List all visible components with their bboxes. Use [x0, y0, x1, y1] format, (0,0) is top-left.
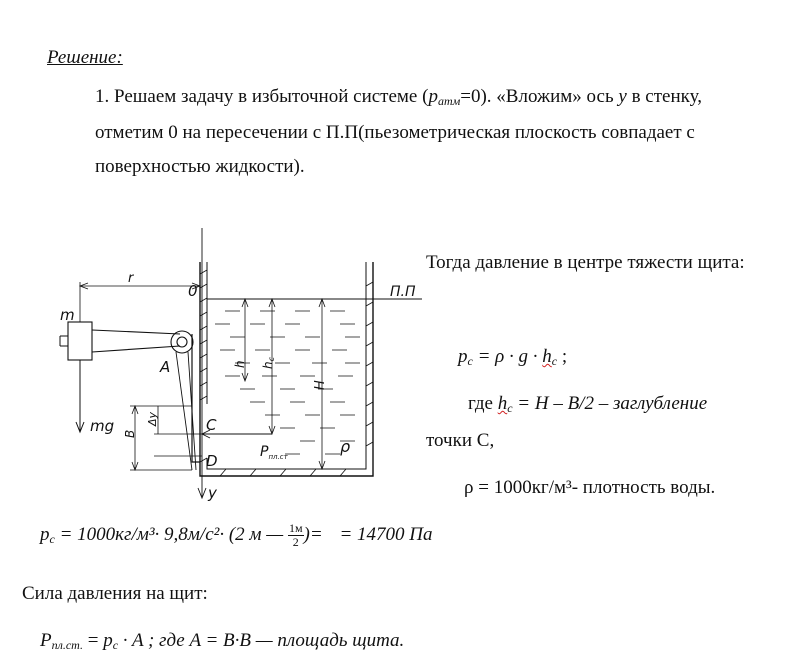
- where-h: h: [497, 393, 508, 414]
- label-hc: hc: [261, 356, 276, 369]
- water-dashes: [215, 310, 360, 455]
- pressure-formula: pc = ρ · g · hc ;: [458, 346, 567, 369]
- force-pc: p: [103, 630, 113, 651]
- label-rho: ρ: [340, 437, 350, 456]
- pressure-intro: Тогда давление в центре тяжести щита:: [426, 252, 745, 273]
- label-hc-sub: c: [267, 356, 276, 361]
- force-P: P: [40, 630, 52, 651]
- calc-p: p: [40, 523, 50, 545]
- tank-walls: [199, 262, 374, 477]
- hinge-inner: [176, 336, 188, 348]
- step1-text-b: в стенку,: [631, 86, 702, 107]
- label-y: y: [207, 484, 218, 502]
- y-axis-arrow: [197, 487, 207, 500]
- calc-part-a: = 1000кг/м³· 9,8м/с²· (2 м —: [59, 523, 284, 545]
- hinge-outer: [170, 330, 194, 354]
- where-h-sub: c: [507, 401, 513, 415]
- calc-result: = 14700 Па: [339, 523, 433, 545]
- label-hc-main: h: [261, 361, 275, 369]
- step1-line3: поверхностью жидкости).: [95, 156, 305, 177]
- label-m: m: [60, 306, 75, 324]
- formula-end: ;: [561, 346, 568, 367]
- p-atm-subscript: атм: [437, 94, 461, 108]
- solution-heading: Решение:: [47, 47, 123, 68]
- axis-symbol: y: [618, 86, 627, 107]
- calc-fraction-den: 2: [292, 535, 299, 549]
- step1-line2: отметим 0 на пересечении с П.П(пьезометр…: [95, 122, 695, 143]
- force-label: Сила давления на щит:: [22, 583, 208, 604]
- label-H: H: [313, 380, 328, 390]
- label-r: r: [128, 271, 135, 286]
- where-formula: = H – B/2 – заглубление: [517, 393, 708, 414]
- p-atm-symbol: p: [428, 86, 438, 107]
- label-P: Pпл.ст: [260, 444, 289, 461]
- depth-definition: где hc = H – B/2 – заглубление: [468, 393, 707, 416]
- formula-eq: = ρ · g ·: [477, 346, 538, 367]
- formula-h: h: [542, 346, 552, 367]
- step1-p-eq: =0). «Вложим» ось: [460, 86, 614, 107]
- formula-h-sub: c: [551, 354, 558, 368]
- calc-p-sub: c: [49, 531, 55, 546]
- label-A: A: [159, 358, 170, 376]
- gate-plate: [191, 334, 200, 463]
- calc-part-b: )=: [303, 523, 323, 545]
- tank-gate-diagram: r 0 П.П m A h hc H mg Δy B C D Pпл.ст ρ …: [59, 228, 422, 502]
- calc-fraction-num: 1м: [287, 521, 304, 536]
- lever-arm: [91, 329, 181, 353]
- label-D: D: [206, 452, 218, 470]
- force-pc-sub: c: [112, 638, 119, 652]
- label-zero: 0: [188, 282, 198, 300]
- where-word: где: [468, 393, 493, 414]
- step1-line1: 1. Решаем задачу в избыточной системе (p…: [95, 86, 702, 109]
- force-rest: · A ; где A = B·B — площадь щита.: [122, 630, 405, 651]
- depth-definition-cont: точки C,: [426, 430, 495, 451]
- formula-p-sub: c: [467, 354, 473, 368]
- water-density: ρ = 1000кг/м³- плотность воды.: [464, 477, 716, 498]
- label-B: B: [123, 430, 137, 438]
- step1-text-a: Решаем задачу в избыточной системе (: [114, 86, 429, 107]
- step1-number: 1.: [95, 86, 110, 107]
- label-h: h: [233, 360, 247, 368]
- force-formula: Pпл.ст. = pc · A ; где A = B·B — площадь…: [40, 630, 404, 653]
- counterweight: [67, 321, 93, 361]
- label-mg: mg: [90, 417, 114, 435]
- label-dy: Δy: [146, 411, 159, 427]
- formula-p: p: [458, 346, 468, 367]
- label-C: C: [206, 416, 217, 434]
- label-pp: П.П: [390, 284, 416, 300]
- label-P-main: P: [260, 444, 269, 460]
- force-P-sub: пл.ст.: [51, 638, 83, 652]
- label-P-sub: пл.ст: [268, 453, 288, 461]
- force-eq: =: [87, 630, 99, 651]
